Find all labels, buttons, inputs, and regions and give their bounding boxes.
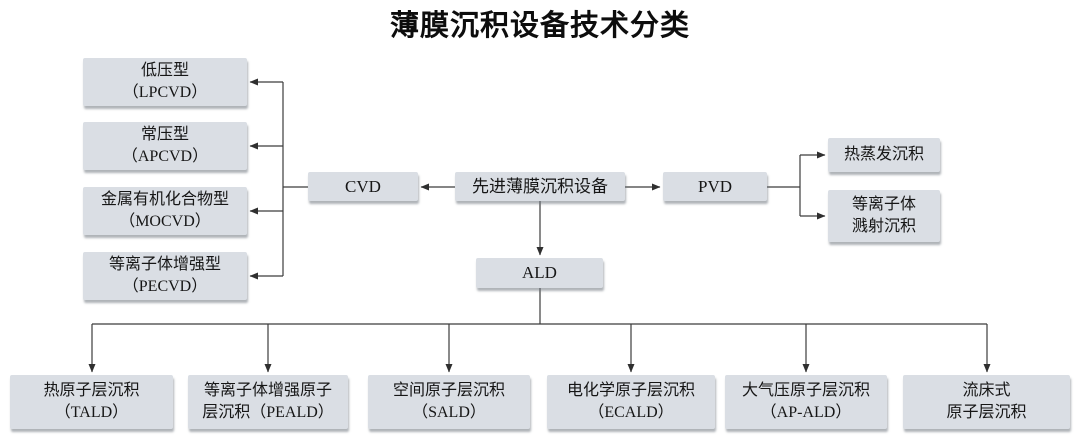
node-plasma-sputtering: 等离子体 溅射沉积 [828, 190, 940, 242]
node-label-line: （SALD） [412, 404, 486, 421]
node-label-line: ALD [522, 263, 557, 282]
node-label-line: （TALD） [54, 404, 129, 421]
node-label-line: 原子层沉积 [946, 404, 1027, 421]
node-label-line: 金属有机化合物型 [100, 191, 229, 208]
node-ap-ald: 大气压原子层沉积 （AP-ALD） [725, 375, 887, 429]
node-sald: 空间原子层沉积 （SALD） [368, 375, 530, 429]
node-label-line: 空间原子层沉积 [392, 382, 505, 399]
node-label-line: PVD [697, 176, 732, 196]
node-pvd: PVD [663, 172, 767, 201]
node-ald: ALD [476, 258, 603, 288]
node-label-line: CVD [345, 176, 381, 196]
node-lpcvd: 低压型 （LPCVD） [83, 58, 247, 106]
node-label-line: 等离子体增强原子 [203, 382, 332, 399]
node-label-line: （APCVD） [121, 148, 209, 165]
node-root: 先进薄膜沉积设备 [455, 172, 625, 201]
node-label-line: 先进薄膜沉积设备 [472, 176, 608, 196]
node-label-line: 流床式 [962, 382, 1011, 399]
node-label-line: （LPCVD） [122, 84, 208, 101]
node-label-line: （PECVD） [122, 278, 208, 295]
node-label-line: 热原子层沉积 [43, 382, 140, 399]
node-ecald: 电化学原子层沉积 （ECALD） [547, 375, 715, 429]
node-peald: 等离子体增强原子 层沉积（PEALD） [188, 375, 348, 429]
node-fluidized-bed-ald: 流床式 原子层沉积 [903, 375, 1070, 429]
node-cvd: CVD [308, 172, 418, 201]
node-label-line: 层沉积（PEALD） [202, 404, 334, 421]
node-label-line: 低压型 [140, 62, 189, 79]
node-label-line: 溅射沉积 [851, 218, 916, 235]
node-pecvd: 等离子体增强型 （PECVD） [83, 252, 247, 300]
node-label-line: 常压型 [140, 126, 189, 143]
node-label-line: （MOCVD） [119, 213, 211, 230]
node-label-line: 电化学原子层沉积 [566, 382, 695, 399]
node-label-line: 等离子体 [851, 196, 916, 213]
node-label-line: 大气压原子层沉积 [741, 382, 870, 399]
node-label-line: （ECALD） [588, 404, 674, 421]
node-mocvd: 金属有机化合物型 （MOCVD） [83, 187, 247, 235]
node-thermal-evaporation: 热蒸发沉积 [828, 138, 940, 172]
diagram-title: 薄膜沉积设备技术分类 [389, 10, 690, 42]
node-label-line: 等离子体增强型 [108, 256, 221, 273]
node-label-line: 热蒸发沉积 [843, 146, 924, 163]
node-tald: 热原子层沉积 （TALD） [10, 375, 173, 429]
node-label-line: （AP-ALD） [760, 404, 852, 421]
node-apcvd: 常压型 （APCVD） [83, 122, 247, 170]
